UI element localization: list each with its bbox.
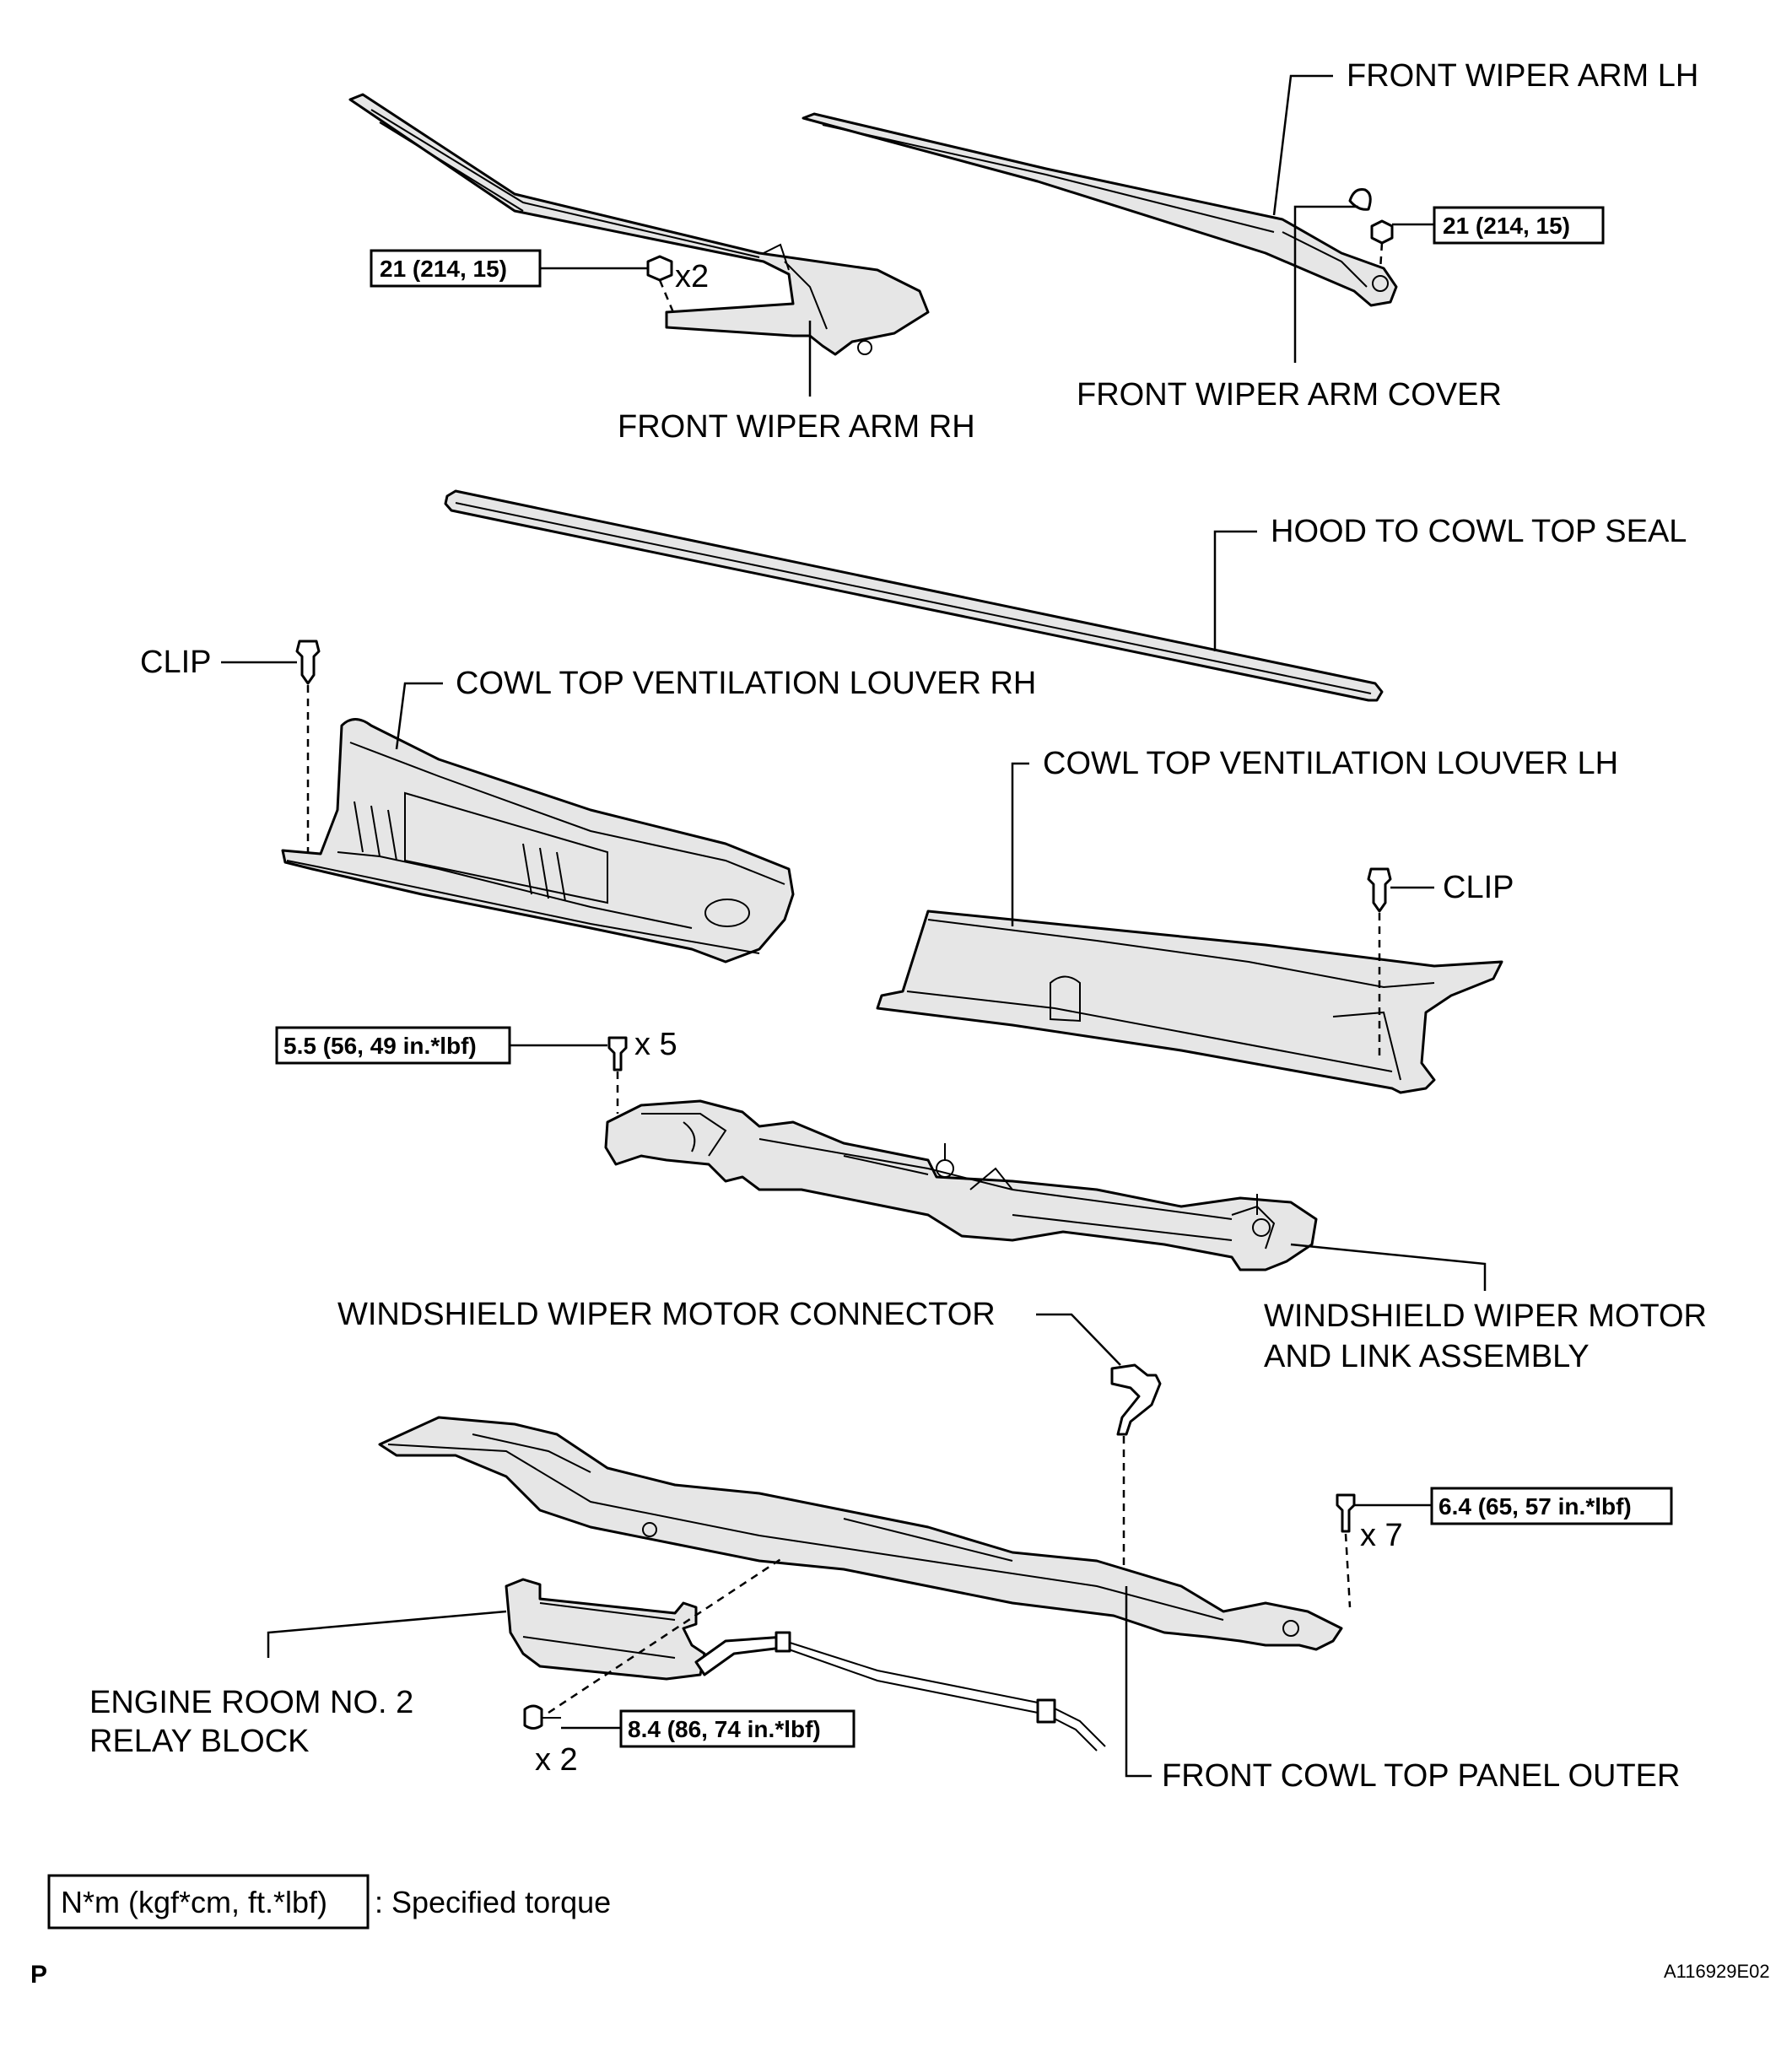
- arm-rh-nut: [646, 255, 677, 317]
- cowl-panel-torque: 6.4 (65, 57 in.*lbf) x 7: [1336, 1487, 1673, 1608]
- clip-right: CLIP: [1367, 867, 1514, 1059]
- arm-lh-torque: 21 (214, 15): [1392, 206, 1605, 245]
- front-wiper-arm-rh-label: FRONT WIPER ARM RH: [618, 409, 975, 445]
- arm-cover-label: FRONT WIPER ARM COVER: [1077, 205, 1502, 413]
- front-wiper-arm-lh: [802, 112, 1398, 307]
- wiper-motor-link-label-2: AND LINK ASSEMBLY: [1264, 1339, 1590, 1374]
- louver-rh-label: COWL TOP VENTILATION LOUVER RH: [395, 666, 1036, 750]
- motor-link-label: WINDSHIELD WIPER MOTOR AND LINK ASSEMBLY: [1264, 1243, 1707, 1374]
- clip-right-label: CLIP: [1443, 870, 1514, 905]
- legend-box-text: N*m (kgf*cm, ft.*lbf): [61, 1885, 327, 1919]
- clip-left-label: CLIP: [140, 645, 211, 680]
- legend-description: : Specified torque: [375, 1885, 611, 1919]
- hood-to-cowl-top-seal: [444, 489, 1384, 702]
- arm-rh-torque: 21 (214, 15) x2: [370, 249, 709, 294]
- arm-rh-label: FRONT WIPER ARM RH: [618, 321, 975, 445]
- cowl-panel-torque-text: 6.4 (65, 57 in.*lbf): [1438, 1493, 1632, 1520]
- hood-to-cowl-top-seal-label: HOOD TO COWL TOP SEAL: [1271, 514, 1687, 549]
- cowl-top-louver-rh-label: COWL TOP VENTILATION LOUVER RH: [456, 666, 1036, 701]
- front-wiper-arm-cover: [1348, 188, 1372, 211]
- front-cowl-top-panel-outer-label: FRONT COWL TOP PANEL OUTER: [1162, 1758, 1680, 1794]
- cowl-panel-label: FRONT COWL TOP PANEL OUTER: [1125, 1586, 1680, 1794]
- page-marker: P: [30, 1961, 47, 1989]
- wiper-motor-connector: [1110, 1363, 1162, 1586]
- engine-room-relay-block: [505, 1578, 1106, 1752]
- figure-id: A116929E02: [1664, 1961, 1770, 1982]
- relay-block-label-1: ENGINE ROOM NO. 2: [89, 1685, 413, 1720]
- cowl-panel-bolt-qty: x 7: [1360, 1518, 1403, 1553]
- front-cowl-top-panel-outer: [378, 1416, 1343, 1651]
- wiper-motor-link-assembly: [604, 1099, 1318, 1271]
- arm-lh-torque-text: 21 (214, 15): [1443, 213, 1570, 239]
- cowl-top-louver-lh: [876, 910, 1503, 1094]
- cowl-top-louver-rh: [281, 718, 795, 964]
- cowl-top-louver-lh-label: COWL TOP VENTILATION LOUVER LH: [1043, 746, 1618, 781]
- clip-left: CLIP: [140, 640, 321, 852]
- front-wiper-arm-lh-label: FRONT WIPER ARM LH: [1347, 58, 1698, 94]
- relay-block-label: ENGINE ROOM NO. 2 RELAY BLOCK: [89, 1610, 507, 1759]
- seal-label: HOOD TO COWL TOP SEAL: [1213, 514, 1687, 651]
- motor-link-torque: 5.5 (56, 49 in.*lbf) x 5: [275, 1026, 677, 1114]
- relay-block-torque-text: 8.4 (86, 74 in.*lbf): [628, 1716, 821, 1742]
- connector-label: WINDSHIELD WIPER MOTOR CONNECTOR: [337, 1297, 1121, 1366]
- arm-rh-nut-qty: x2: [675, 259, 709, 294]
- relay-block-bolt-qty: x 2: [535, 1742, 578, 1778]
- louver-lh-label: COWL TOP VENTILATION LOUVER LH: [1011, 746, 1618, 926]
- motor-link-torque-text: 5.5 (56, 49 in.*lbf): [283, 1033, 477, 1059]
- arm-rh-torque-text: 21 (214, 15): [380, 256, 507, 282]
- torque-legend: N*m (kgf*cm, ft.*lbf) : Specified torque: [47, 1874, 611, 1930]
- arm-lh-label: FRONT WIPER ARM LH: [1272, 58, 1698, 216]
- motor-link-bolt-qty: x 5: [634, 1027, 677, 1062]
- relay-block-dash: [548, 1555, 785, 1714]
- arm-lh-nut: [1370, 219, 1394, 271]
- wiper-motor-connector-label: WINDSHIELD WIPER MOTOR CONNECTOR: [337, 1297, 996, 1332]
- wiper-motor-link-label-1: WINDSHIELD WIPER MOTOR: [1264, 1298, 1707, 1334]
- relay-block-torque: 8.4 (86, 74 in.*lbf) x 2: [523, 1704, 856, 1778]
- front-wiper-arm-cover-label: FRONT WIPER ARM COVER: [1077, 377, 1502, 413]
- relay-block-label-2: RELAY BLOCK: [89, 1724, 310, 1759]
- front-wiper-arm-rh: [348, 93, 930, 356]
